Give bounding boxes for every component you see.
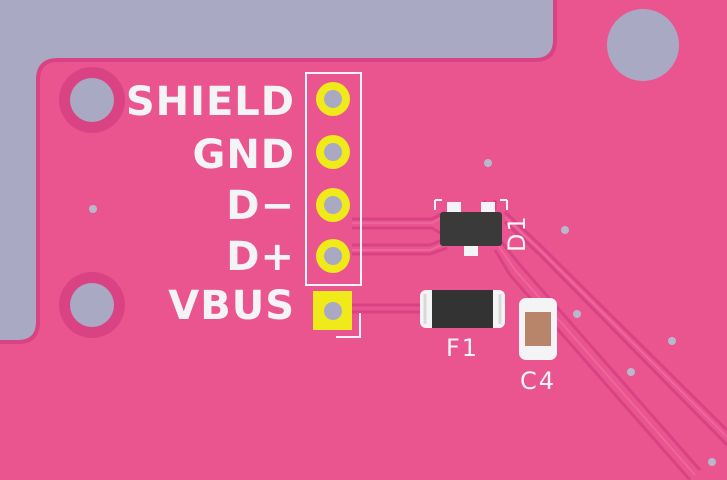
ref-d1: D1 [503, 214, 531, 252]
component-d1 [434, 199, 508, 256]
connector-outline [305, 72, 362, 286]
pin-label-shield: SHIELD [125, 79, 295, 125]
pin-label-d-minus: D− [226, 183, 295, 229]
pad-shield [316, 82, 350, 116]
ref-f1: F1 [446, 334, 480, 362]
pin1-marker [336, 313, 361, 338]
pin-label-d-plus: D+ [226, 234, 295, 280]
pad-gnd [316, 135, 350, 169]
component-f1 [420, 290, 505, 328]
mounting-hole-top-left [59, 67, 125, 133]
mounting-hole-bottom-left [59, 272, 125, 338]
mounting-hole-top-right [607, 9, 679, 81]
connector-pads [313, 82, 352, 330]
traces [350, 200, 727, 480]
component-c4 [519, 298, 557, 360]
board-cutout [0, 0, 555, 342]
ref-c4: C4 [520, 367, 557, 395]
pin-label-gnd: GND [192, 132, 295, 178]
board-edge [0, 0, 557, 344]
pad-d-plus [316, 239, 350, 273]
vias [89, 159, 716, 466]
pad-vbus [313, 291, 352, 330]
pad-d-minus [316, 188, 350, 222]
pin-label-vbus: VBUS [168, 283, 295, 329]
